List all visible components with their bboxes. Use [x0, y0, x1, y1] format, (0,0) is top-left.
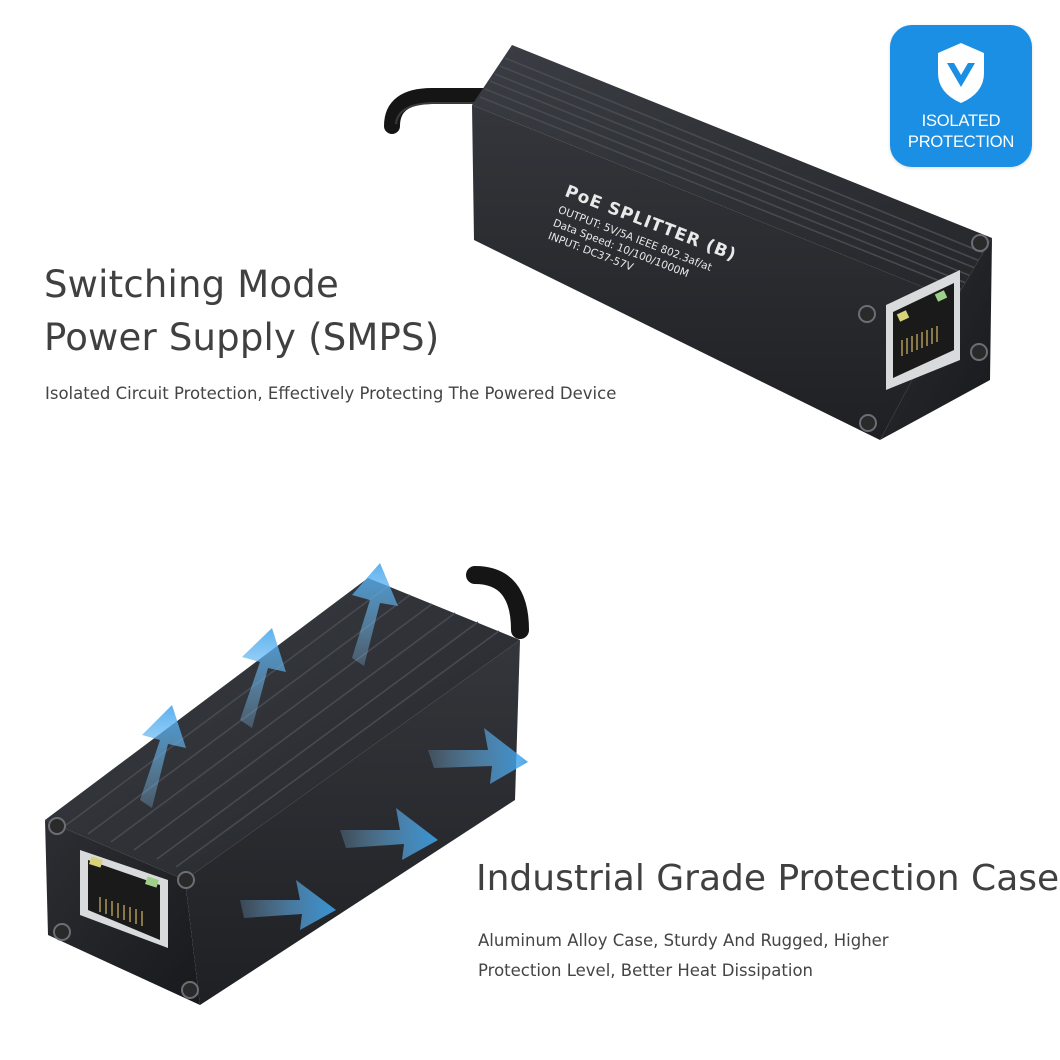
case-side-face	[472, 105, 955, 440]
screws-bottom	[48, 817, 199, 999]
shield-check-icon	[938, 43, 984, 103]
arrow-up-icon	[240, 628, 286, 728]
rj45-port-bottom	[80, 850, 168, 948]
splitter-top: PoE SPLITTER (B) OUTPUT: 5V/5A IEEE 802.…	[384, 45, 992, 440]
case-description: Aluminum Alloy Case, Sturdy And Rugged, …	[478, 926, 958, 986]
airflow-arrows-up	[140, 563, 398, 808]
case-top-face	[472, 45, 992, 300]
arrow-right-icon	[240, 880, 336, 930]
smps-subtitle: Isolated Circuit Protection, Effectively…	[45, 384, 617, 403]
badge-line1: ISOLATED	[921, 112, 1001, 130]
smps-heading-line1: Switching Mode	[44, 263, 339, 306]
cable-top	[384, 88, 496, 134]
case-description-line2: Protection Level, Better Heat Dissipatio…	[478, 961, 813, 980]
rj45-port-top	[886, 270, 960, 390]
smps-heading-line2: Power Supply (SMPS)	[44, 316, 440, 359]
case-heading: Industrial Grade Protection Case	[476, 858, 1060, 899]
arrow-up-icon	[352, 563, 398, 666]
cable-bottom	[466, 566, 529, 639]
splitter-bottom	[45, 563, 529, 1005]
airflow-arrows-right	[240, 728, 528, 930]
arrow-right-icon	[340, 808, 438, 860]
arrow-up-icon	[140, 705, 186, 808]
smps-heading: Switching Mode Power Supply (SMPS)	[44, 258, 464, 364]
screws-top	[858, 234, 989, 432]
arrow-right-icon	[428, 728, 528, 784]
case-description-line1: Aluminum Alloy Case, Sturdy And Rugged, …	[478, 931, 889, 950]
badge-line2: PROTECTION	[907, 133, 1015, 151]
isolated-protection-badge: ISOLATED PROTECTION	[890, 25, 1032, 167]
heat-ribs-top	[479, 57, 985, 291]
